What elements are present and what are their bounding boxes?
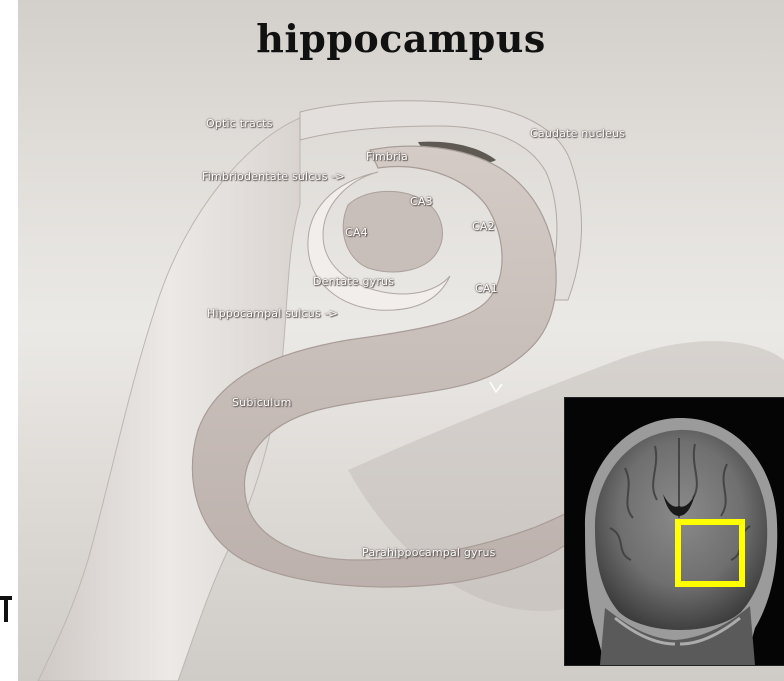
label-parahippocampal-gyrus: Parahippocampal gyrus <box>362 546 496 559</box>
sulcus-notch <box>490 382 502 392</box>
coronal-mri-brain-slice-icon <box>565 398 784 665</box>
label-optic-tracts: Optic tracts <box>206 117 273 130</box>
label-dentate-gyrus: Dentate gyrus <box>313 275 394 288</box>
label-ca2: CA2 <box>472 220 495 233</box>
edge-glyph-fragment <box>0 592 14 632</box>
label-ca3: CA3 <box>410 195 433 208</box>
mri-inset <box>564 397 784 666</box>
label-hippocampal-sulcus: Hippocampal sulcus -> <box>207 307 338 320</box>
label-fimbria: Fimbria <box>366 150 408 163</box>
label-subiculum: Subiculum <box>232 396 292 409</box>
label-ca1: CA1 <box>475 282 498 295</box>
label-ca4: CA4 <box>345 226 368 239</box>
diagram-title: hippocampus <box>18 16 784 61</box>
label-fimbriodentate-sulcus: Fimbriodentate sulcus -> <box>202 170 345 183</box>
label-caudate-nucleus: Caudate nucleus <box>530 127 625 140</box>
